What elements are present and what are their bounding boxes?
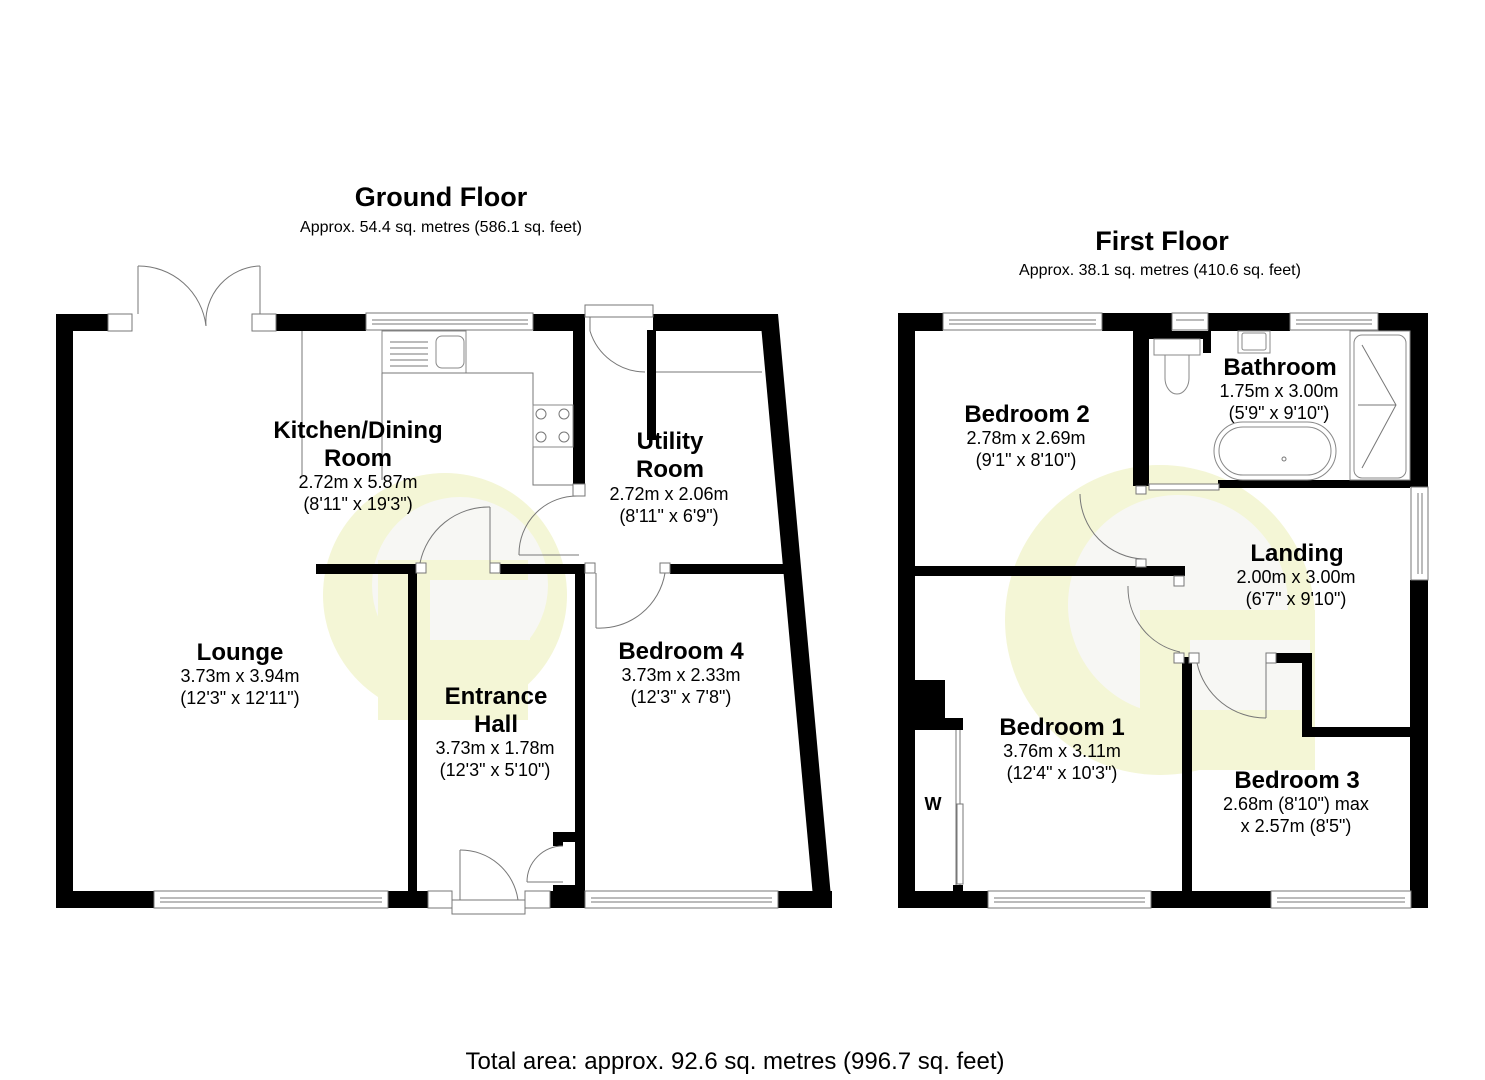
ground-floor-area: Approx. 54.4 sq. metres (586.1 sq. feet) bbox=[300, 219, 582, 236]
bedroom-4-imperial: (12'3" x 7'8") bbox=[631, 687, 732, 707]
bathroom-imperial: (5'9" x 9'10") bbox=[1229, 403, 1330, 423]
watermark-logo-first bbox=[1005, 465, 1315, 775]
bedroom-3-line1: 2.68m (8'10") max bbox=[1223, 794, 1369, 814]
window-bathroom-1 bbox=[1171, 312, 1209, 331]
landing-name: Landing bbox=[1250, 540, 1343, 567]
watermark-logo-ground bbox=[323, 473, 567, 720]
kitchen-units bbox=[301, 330, 574, 486]
total-area: Total area: approx. 92.6 sq. metres (996… bbox=[466, 1048, 1005, 1075]
front-door bbox=[427, 845, 564, 915]
bedroom-2-imperial: (9'1" x 8'10") bbox=[976, 450, 1077, 470]
sink-icon bbox=[435, 335, 465, 369]
kitchen-imperial: (8'11" x 19'3") bbox=[303, 494, 412, 514]
entrance-hall-imperial: (12'3" x 5'10") bbox=[440, 760, 551, 780]
wardrobe bbox=[955, 730, 964, 885]
bedroom-3-line2: x 2.57m (8'5") bbox=[1241, 816, 1352, 836]
toilet-icon bbox=[1153, 338, 1201, 395]
hob-icon bbox=[532, 404, 574, 448]
bedroom-1-imperial: (12'4" x 10'3") bbox=[1007, 763, 1118, 783]
lounge-imperial: (12'3" x 12'11") bbox=[180, 688, 299, 708]
bedroom-2-metric: 2.78m x 2.69m bbox=[966, 428, 1085, 448]
bedroom-2-name: Bedroom 2 bbox=[964, 401, 1089, 428]
door-bedroom-2 bbox=[1079, 485, 1147, 568]
ground-floor-title: Ground Floor bbox=[355, 182, 528, 212]
window-kitchen bbox=[365, 312, 534, 331]
bedroom-4-name: Bedroom 4 bbox=[618, 638, 744, 665]
bathroom-metric: 1.75m x 3.00m bbox=[1219, 381, 1338, 401]
shower-icon bbox=[1349, 330, 1411, 481]
utility-imperial: (8'11" x 6'9") bbox=[619, 506, 718, 526]
window-bedroom-3 bbox=[1270, 890, 1412, 909]
entrance-hall-metric: 3.73m x 1.78m bbox=[435, 738, 554, 758]
door-bedroom-1 bbox=[1127, 575, 1185, 664]
lounge-name: Lounge bbox=[197, 639, 284, 666]
door-bedroom-4 bbox=[584, 562, 671, 629]
door-kitchen-utility bbox=[518, 483, 586, 556]
bedroom-3-name: Bedroom 3 bbox=[1234, 767, 1359, 794]
window-bedroom-2 bbox=[942, 312, 1103, 331]
bath-icon bbox=[1213, 421, 1337, 481]
basin-icon bbox=[1237, 330, 1271, 354]
bedroom-1-metric: 3.76m x 3.11m bbox=[1003, 741, 1121, 761]
utility-name-line1: Utility bbox=[637, 428, 704, 455]
kitchen-metric: 2.72m x 5.87m bbox=[298, 472, 417, 492]
french-doors bbox=[107, 265, 277, 332]
kitchen-name-line2: Room bbox=[324, 445, 392, 472]
door-bedroom-3 bbox=[1188, 652, 1277, 719]
first-floor-title: First Floor bbox=[1095, 226, 1229, 256]
wardrobe-label: W bbox=[925, 794, 942, 814]
window-bathroom-2 bbox=[1289, 312, 1379, 331]
first-floor-plan: First Floor Approx. 38.1 sq. metres (410… bbox=[898, 226, 1429, 909]
lounge-metric: 3.73m x 3.94m bbox=[180, 666, 299, 686]
landing-metric: 2.00m x 3.00m bbox=[1236, 567, 1355, 587]
kitchen-name-line1: Kitchen/Dining bbox=[273, 417, 442, 444]
window-lounge bbox=[153, 890, 389, 909]
first-floor-area: Approx. 38.1 sq. metres (410.6 sq. feet) bbox=[1019, 262, 1301, 279]
door-hall-kitchen bbox=[415, 506, 501, 574]
entrance-hall-name-line2: Hall bbox=[474, 711, 518, 738]
window-bedroom-4 bbox=[584, 890, 779, 909]
utility-name-line2: Room bbox=[636, 456, 704, 483]
entrance-hall-name-line1: Entrance bbox=[445, 683, 548, 710]
bathroom-name: Bathroom bbox=[1223, 354, 1336, 381]
bedroom-4-metric: 3.73m x 2.33m bbox=[621, 665, 740, 685]
door-bathroom bbox=[1148, 483, 1220, 491]
bedroom-1-name: Bedroom 1 bbox=[999, 714, 1124, 741]
ground-floor-plan: Ground Floor Approx. 54.4 sq. metres (58… bbox=[56, 182, 832, 915]
window-bedroom-1 bbox=[987, 890, 1152, 909]
utility-metric: 2.72m x 2.06m bbox=[609, 484, 728, 504]
landing-imperial: (6'7" x 9'10") bbox=[1246, 589, 1347, 609]
utility-back-door bbox=[584, 304, 654, 373]
window-landing bbox=[1410, 486, 1429, 581]
